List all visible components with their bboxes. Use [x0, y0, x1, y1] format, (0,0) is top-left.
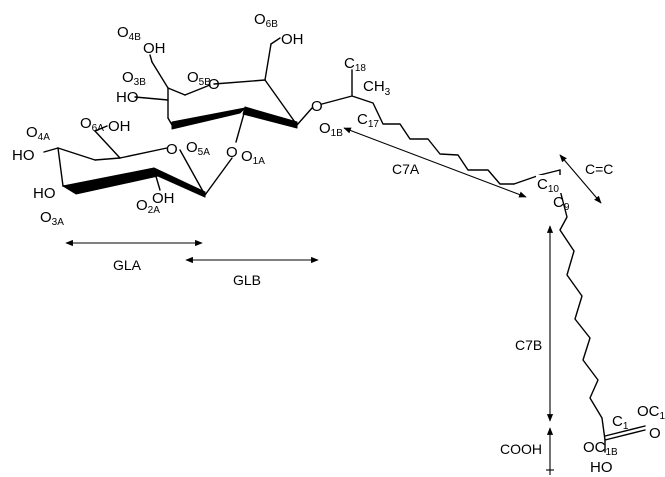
- ring-b-bonds: [134, 37, 313, 143]
- label-c1: C1: [612, 413, 629, 432]
- label-o5a: O5A: [186, 139, 210, 158]
- label-o2a: O2A: [136, 197, 160, 216]
- label-ho-acid: HO: [590, 459, 613, 476]
- label-ring-o-b: O: [208, 76, 220, 93]
- label-c10: C10: [537, 176, 559, 195]
- label-ho-3b: HO: [116, 89, 139, 106]
- label-o4b: O4B: [117, 24, 141, 43]
- label-o-link: O: [311, 98, 323, 115]
- label-o1b: O1B: [319, 120, 343, 139]
- ring-a-wedge-left: [62, 167, 159, 195]
- label-c18: C18: [344, 55, 366, 74]
- label-ch3: CH3: [363, 78, 391, 98]
- label-o4a: O4A: [26, 124, 50, 143]
- label-c-eq-c: C=C: [585, 161, 613, 177]
- arrow-c-eq-c: [559, 154, 602, 204]
- label-oh-2a: OH: [152, 190, 175, 207]
- label-o6a: O6A: [80, 115, 104, 134]
- label-oh-6b: OH: [281, 31, 304, 48]
- label-c17: C17: [357, 111, 379, 130]
- label-c7a: C7A: [392, 161, 420, 177]
- label-o1a: O1A: [241, 148, 265, 167]
- label-gla: GLA: [113, 257, 142, 273]
- label-ring-o-a: O: [166, 141, 178, 158]
- label-o3a: O3A: [40, 209, 64, 228]
- label-glb: GLB: [233, 272, 261, 288]
- label-oc1b: OC1B: [583, 439, 618, 458]
- label-ho-3a: HO: [33, 185, 56, 202]
- label-c7b: C7B: [515, 337, 542, 353]
- label-cooh: COOH: [500, 441, 542, 457]
- ring-b-wedge-right: [242, 106, 298, 129]
- label-o-carbonyl: O: [649, 425, 661, 442]
- arrow-c7a: [343, 127, 527, 198]
- label-ho-4a: HO: [12, 147, 35, 164]
- ring-a-wedge-right: [153, 167, 206, 198]
- label-c9: C9: [553, 194, 570, 213]
- label-oh-6a: OH: [108, 118, 131, 135]
- label-o3b: O3B: [122, 69, 146, 88]
- label-oh-4b: OH: [143, 40, 166, 57]
- label-oc1a: OC1A: [637, 403, 665, 422]
- label-o6b: O6B: [254, 11, 278, 30]
- label-o5b: O5B: [187, 69, 211, 88]
- ring-b-wedge-front: [171, 107, 246, 130]
- label-o-glyc: O: [226, 144, 238, 161]
